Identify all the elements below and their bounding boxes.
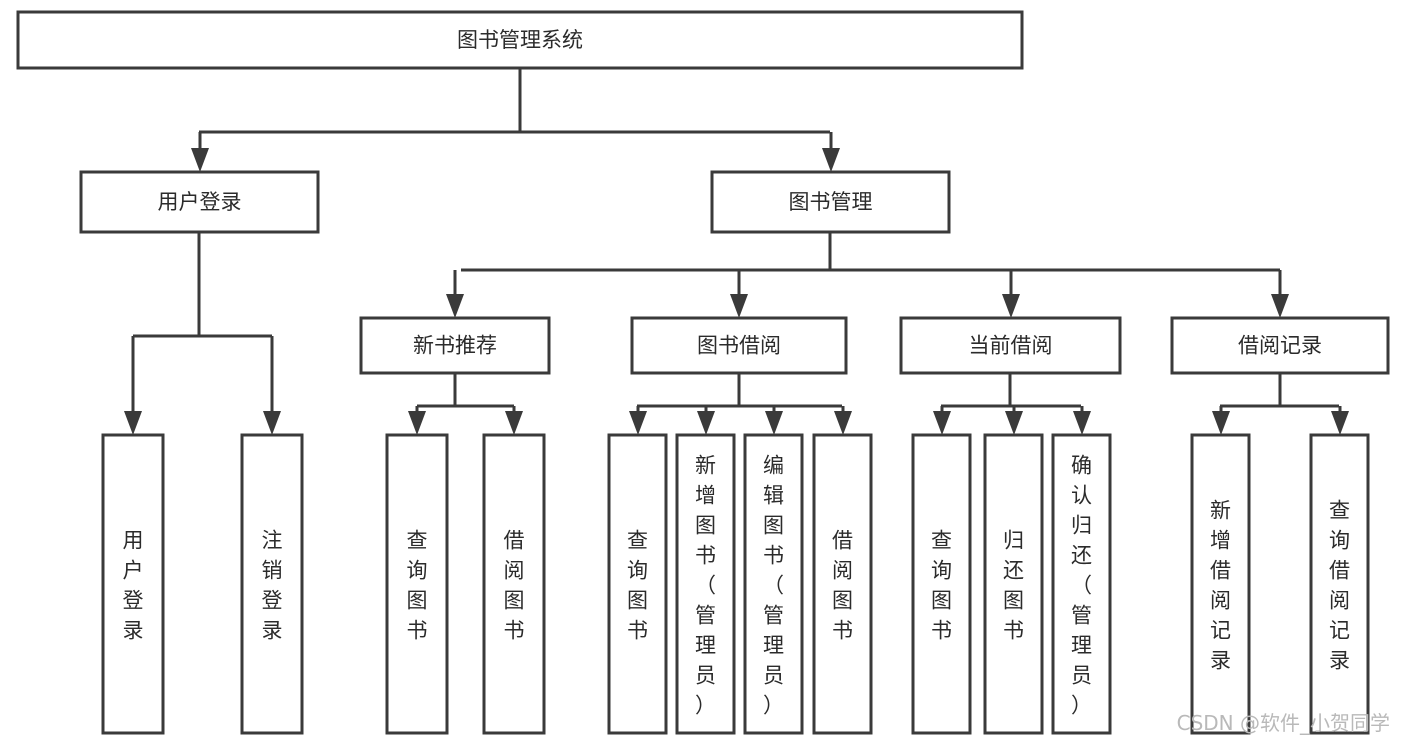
node-leaf-borrow-query-book[interactable]: 查询图书 xyxy=(607,433,668,735)
nodes-layer: 图书管理系统用户登录图书管理新书推荐图书借阅当前借阅借阅记录用户登录注销登录查询… xyxy=(16,10,1390,735)
level2-node-box[interactable] xyxy=(899,316,1122,375)
level2-node-label: 当前借阅 xyxy=(969,334,1053,358)
node-user-login[interactable]: 用户登录 xyxy=(79,170,320,234)
node-book-borrow[interactable]: 图书借阅 xyxy=(630,316,848,375)
arrow-head-icon xyxy=(1331,411,1349,435)
node-leaf-user-login[interactable]: 用户登录 xyxy=(101,433,165,735)
leaf-node-label: 查询图书 xyxy=(931,528,952,642)
leaf-node-box[interactable] xyxy=(812,433,873,735)
arrow-head-icon xyxy=(697,411,715,435)
leaf-node-label: 借阅图书 xyxy=(832,528,853,642)
node-root[interactable]: 图书管理系统 xyxy=(16,10,1024,70)
leaf-node-box[interactable] xyxy=(482,433,546,735)
leaf-node-label: 用户登录 xyxy=(123,528,144,642)
arrow-head-icon xyxy=(408,411,426,435)
node-new-book-recommend[interactable]: 新书推荐 xyxy=(359,316,551,375)
level1-node-label: 用户登录 xyxy=(158,190,242,214)
arrow-head-icon xyxy=(822,148,840,172)
leaf-node-box[interactable] xyxy=(607,433,668,735)
level1-node-box[interactable] xyxy=(710,170,951,234)
leaf-node-box[interactable] xyxy=(1190,433,1251,735)
leaf-node-box[interactable] xyxy=(911,433,972,735)
arrow-head-icon xyxy=(263,411,281,435)
leaf-node-box[interactable] xyxy=(675,433,736,735)
level2-node-label: 新书推荐 xyxy=(413,334,497,358)
arrow-head-icon xyxy=(730,294,748,318)
level2-node-label: 借阅记录 xyxy=(1238,334,1322,358)
node-leaf-borrow-add-book[interactable]: 新增图书（管理员） xyxy=(675,433,736,735)
leaf-node-label: 归还图书 xyxy=(1003,528,1024,642)
level2-node-box[interactable] xyxy=(1170,316,1390,375)
leaf-node-label: 查询图书 xyxy=(407,528,428,642)
leaf-node-label: 编辑图书（管理员） xyxy=(763,453,784,717)
node-leaf-current-return-book[interactable]: 归还图书 xyxy=(983,433,1044,735)
arrow-head-icon xyxy=(505,411,523,435)
root-node-box[interactable] xyxy=(16,10,1024,70)
node-leaf-current-confirm-return[interactable]: 确认归还（管理员） xyxy=(1051,433,1112,735)
level1-node-label: 图书管理 xyxy=(789,190,873,214)
node-leaf-recommend-query-book[interactable]: 查询图书 xyxy=(385,433,449,735)
arrow-head-icon xyxy=(834,411,852,435)
arrow-head-icon xyxy=(765,411,783,435)
csdn-watermark: CSDN @软件_小贺同学 xyxy=(1177,711,1390,735)
node-borrow-record[interactable]: 借阅记录 xyxy=(1170,316,1390,375)
leaf-node-box[interactable] xyxy=(983,433,1044,735)
leaf-node-label: 查询借阅记录 xyxy=(1329,498,1350,672)
arrow-head-icon xyxy=(191,148,209,172)
node-leaf-record-add-record[interactable]: 新增借阅记录 xyxy=(1190,433,1251,735)
arrow-head-icon xyxy=(933,411,951,435)
node-leaf-record-query-record[interactable]: 查询借阅记录 xyxy=(1309,433,1370,735)
leaf-node-label: 查询图书 xyxy=(627,528,648,642)
leaf-node-label: 注销登录 xyxy=(262,528,283,642)
leaf-node-box[interactable] xyxy=(743,433,804,735)
arrow-head-icon xyxy=(1073,411,1091,435)
node-book-management[interactable]: 图书管理 xyxy=(710,170,951,234)
leaf-node-label: 新增借阅记录 xyxy=(1210,498,1231,672)
leaf-node-label: 新增图书（管理员） xyxy=(695,453,716,717)
leaf-node-label: 借阅图书 xyxy=(504,528,525,642)
leaf-node-box[interactable] xyxy=(1309,433,1370,735)
arrow-head-icon xyxy=(1271,294,1289,318)
arrow-head-icon xyxy=(629,411,647,435)
node-leaf-user-logout[interactable]: 注销登录 xyxy=(240,433,304,735)
leaf-node-box[interactable] xyxy=(385,433,449,735)
node-leaf-current-query-book[interactable]: 查询图书 xyxy=(911,433,972,735)
connectors-layer xyxy=(124,68,1349,435)
level2-node-box[interactable] xyxy=(359,316,551,375)
leaf-node-label: 确认归还（管理员） xyxy=(1071,453,1092,717)
node-current-borrow[interactable]: 当前借阅 xyxy=(899,316,1122,375)
leaf-node-box[interactable] xyxy=(240,433,304,735)
level2-node-box[interactable] xyxy=(630,316,848,375)
arrow-head-icon xyxy=(1002,294,1020,318)
leaf-node-box[interactable] xyxy=(101,433,165,735)
node-leaf-recommend-borrow-book[interactable]: 借阅图书 xyxy=(482,433,546,735)
arrow-head-icon xyxy=(124,411,142,435)
level2-node-label: 图书借阅 xyxy=(697,334,781,358)
leaf-node-box[interactable] xyxy=(1051,433,1112,735)
arrow-head-icon xyxy=(446,294,464,318)
node-leaf-borrow-edit-book[interactable]: 编辑图书（管理员） xyxy=(743,433,804,735)
level1-node-box[interactable] xyxy=(79,170,320,234)
node-leaf-borrow-borrow-book[interactable]: 借阅图书 xyxy=(812,433,873,735)
arrow-head-icon xyxy=(1005,411,1023,435)
root-node-label: 图书管理系统 xyxy=(457,28,583,52)
arrow-head-icon xyxy=(1212,411,1230,435)
